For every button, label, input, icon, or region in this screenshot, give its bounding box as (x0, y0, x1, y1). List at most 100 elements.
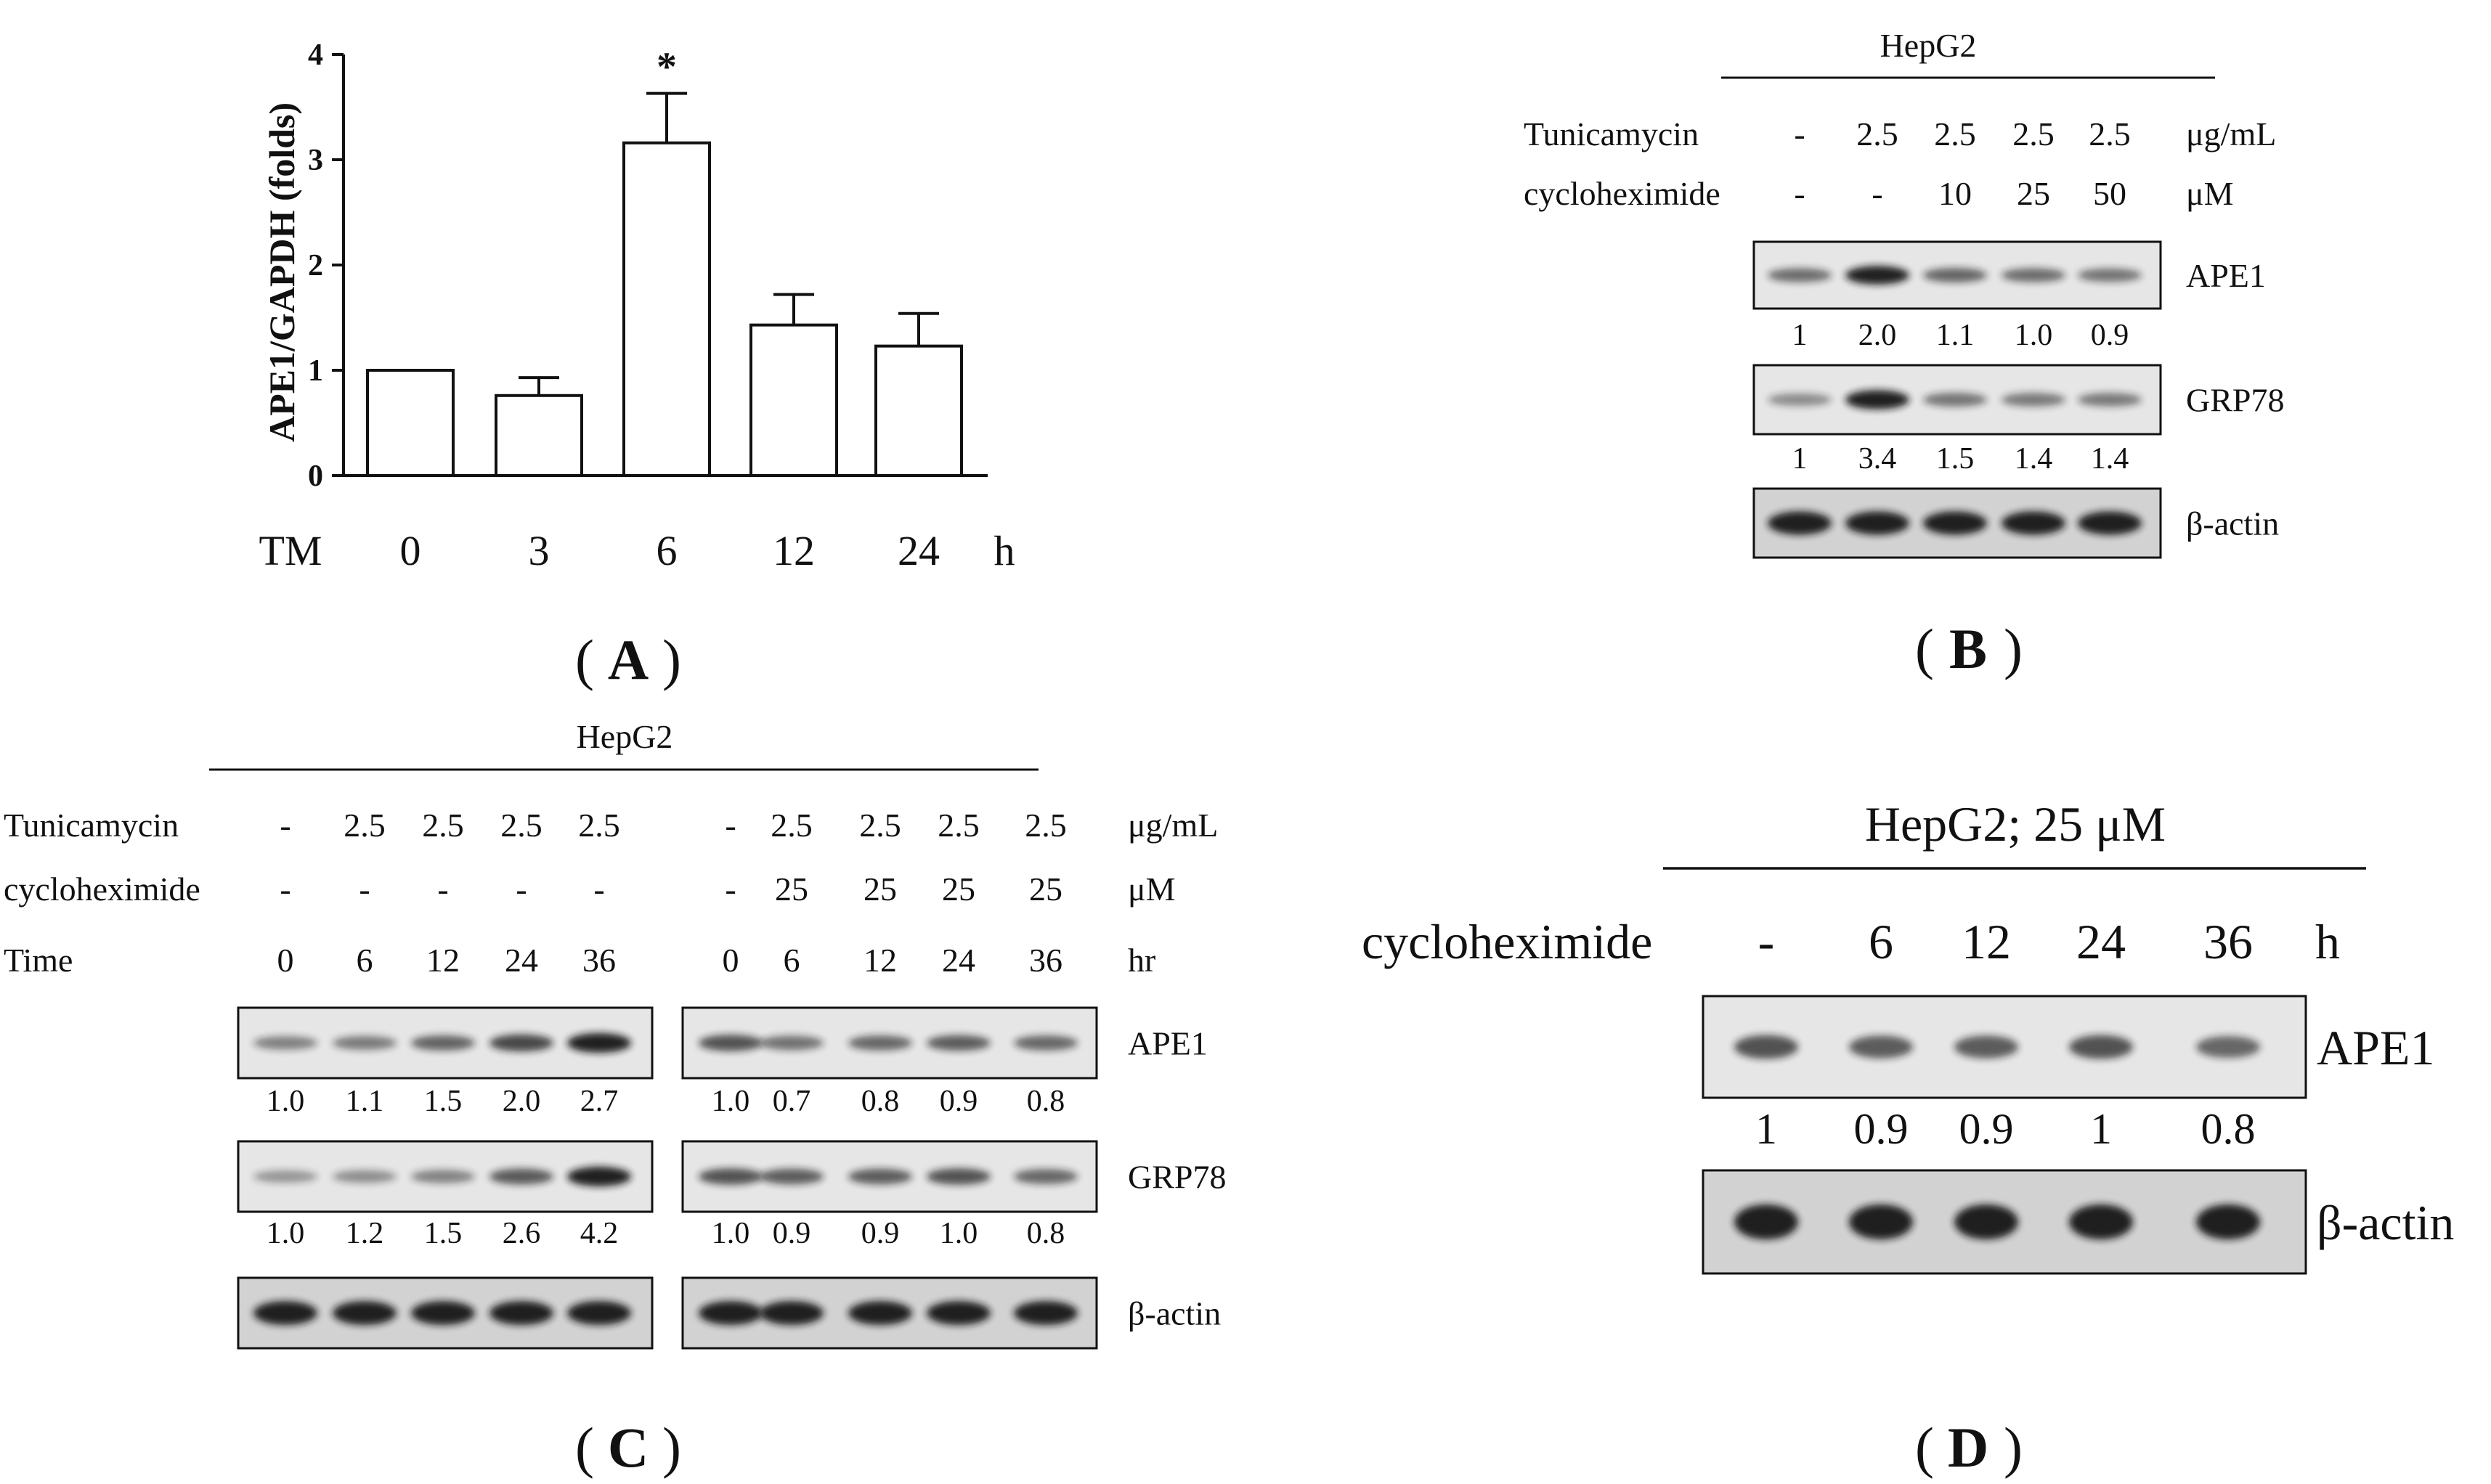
blot-beta-actin (1752, 487, 2162, 559)
condition-value: 2.5 (500, 807, 543, 844)
quant-value: 1.4 (2091, 442, 2129, 476)
blot-beta-actin (1702, 1169, 2307, 1275)
quant-value: 1 (1792, 442, 1808, 476)
paren-close: ) (2004, 1416, 2023, 1479)
quant-value: 1.0 (267, 1217, 305, 1250)
band (1923, 392, 1987, 407)
condition-value: 0 (723, 942, 739, 979)
x-unit-label: h (994, 527, 1015, 574)
blot-protein-label: β-actin (2186, 505, 2279, 542)
band (848, 1035, 912, 1051)
quant-value: 0.9 (1854, 1105, 1909, 1153)
quant-value: 4.2 (580, 1217, 619, 1250)
paren-open: ( (1915, 1416, 1934, 1479)
blot-protein-label: β-actin (1128, 1295, 1221, 1332)
band (1923, 511, 1987, 535)
condition-value: - (359, 871, 370, 908)
band (411, 1170, 475, 1183)
quant-value: 0.8 (1027, 1085, 1065, 1118)
band (333, 1301, 397, 1325)
bar-6h (622, 141, 711, 478)
quant-value: 0.8 (1027, 1217, 1065, 1250)
quant-value: 1.0 (712, 1217, 750, 1250)
panel-label-c: C (608, 1416, 649, 1479)
band (1768, 268, 1832, 282)
bar-12h (749, 323, 838, 477)
y-axis-label: APE1/GAPDH (folds) (261, 102, 302, 442)
band (2069, 1035, 2133, 1059)
condition-value: 2.5 (344, 807, 386, 844)
panel-label-a: A (608, 628, 649, 691)
condition-value: 2.5 (1934, 115, 1976, 152)
band (2196, 1035, 2260, 1059)
band (699, 1301, 763, 1325)
quant-value: 0.8 (2201, 1105, 2256, 1153)
condition-value: 2.5 (2012, 115, 2055, 152)
band (1014, 1301, 1078, 1325)
condition-unit: hr (1128, 942, 1155, 979)
condition-value: - (725, 871, 736, 908)
x-tick-label: 3 (529, 527, 550, 574)
quant-value: 1.0 (712, 1085, 750, 1118)
quant-value: 0.9 (861, 1217, 900, 1250)
condition-value: 2.5 (771, 807, 813, 844)
band (2196, 1204, 2260, 1240)
condition-unit: μM (2186, 175, 2234, 212)
quant-value: 2.7 (580, 1085, 619, 1118)
quant-value: 1.0 (2015, 319, 2053, 352)
condition-value: 36 (1029, 942, 1062, 979)
condition-value: 25 (775, 871, 808, 908)
condition-unit: μg/mL (1128, 807, 1218, 844)
quant-value: 0.9 (2091, 319, 2129, 352)
band (333, 1170, 397, 1183)
condition-value: 2.5 (938, 807, 980, 844)
bar-0h (366, 369, 455, 477)
band (489, 1301, 553, 1325)
band (567, 1301, 631, 1325)
condition-value: 2.5 (422, 807, 464, 844)
blot-protein-label: GRP78 (2186, 382, 2284, 419)
panel-b-header: HepG2 (1880, 27, 1977, 64)
condition-value: 2.5 (1025, 807, 1067, 844)
band (848, 1168, 912, 1185)
blot-beta-actin-left (237, 1276, 654, 1350)
bar-3h (495, 394, 583, 477)
quant-value: 1.5 (424, 1217, 463, 1250)
condition-label: Tunicamycin (4, 807, 179, 844)
quant-value: 3.4 (1858, 442, 1897, 476)
quant-value: 1.4 (2015, 442, 2053, 476)
band (253, 1036, 317, 1050)
band (848, 1301, 912, 1325)
quant-value: 1.1 (346, 1085, 384, 1118)
bar-24h (874, 344, 963, 477)
condition-label: cycloheximide (1362, 914, 1652, 969)
x-tick-label: 6 (657, 527, 678, 574)
paren-open: ( (1915, 617, 1934, 680)
band (253, 1301, 317, 1325)
blot-ape1-left (237, 1006, 654, 1080)
band (1014, 1035, 1078, 1051)
band (567, 1032, 631, 1053)
band (1923, 268, 1987, 282)
condition-unit: μM (1128, 871, 1176, 908)
quant-value: 1 (1792, 319, 1808, 352)
condition-unit: μg/mL (2186, 115, 2276, 152)
band (927, 1035, 991, 1051)
quant-value: 0.8 (861, 1085, 900, 1118)
panel-label-d: D (1948, 1416, 1988, 1479)
quant-value: 1.5 (424, 1085, 463, 1118)
blot-ape1-right (681, 1006, 1098, 1080)
panel-d-header: HepG2; 25 μM (1865, 796, 2166, 852)
condition-value: - (725, 807, 736, 844)
band (1849, 1204, 1913, 1240)
condition-value: - (593, 871, 604, 908)
band (411, 1301, 475, 1325)
blot-protein-label: GRP78 (1128, 1159, 1226, 1196)
y-tick-label: 0 (308, 460, 323, 493)
quant-value: 1.5 (1936, 442, 1975, 476)
condition-value: 0 (277, 942, 294, 979)
quant-value: 2.0 (503, 1085, 541, 1118)
band (760, 1168, 824, 1185)
band (2002, 511, 2065, 535)
